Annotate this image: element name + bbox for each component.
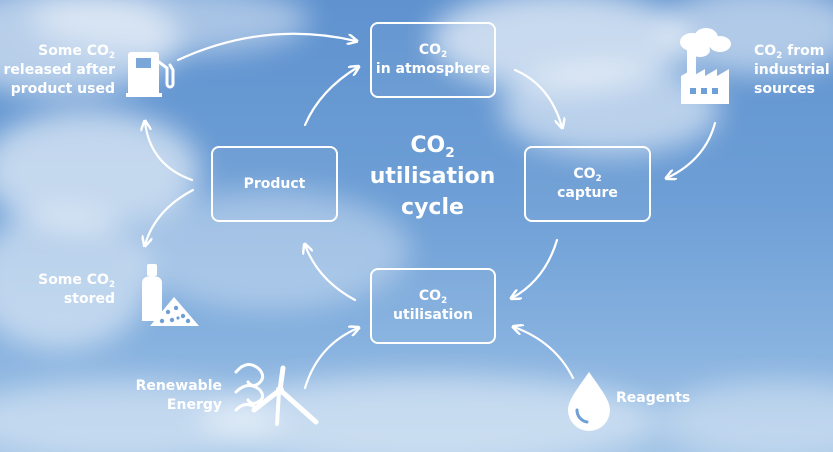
- fuel-pump-icon: [126, 52, 175, 97]
- arrow-atmosphere-to-capture: [513, 68, 562, 127]
- arrow-capture-to-utilisation: [512, 238, 559, 298]
- arrow-renewable-to-utilisation: [303, 328, 358, 390]
- arrow-product-to-released: [145, 122, 194, 182]
- water-drop-icon: [568, 372, 610, 431]
- arrow-reagents-to-utilisation: [514, 327, 575, 380]
- bottle-and-powder-icon: [142, 264, 199, 326]
- node-product: Product: [211, 146, 338, 222]
- label-renewable-energy: Renewable Energy: [135, 378, 222, 413]
- factory-icon: [680, 28, 731, 104]
- node-co2-capture: CO2 capture: [524, 146, 651, 222]
- label-some-co2-stored: Some CO2 stored: [38, 272, 115, 307]
- node-co2-utilisation: CO2 utilisation: [370, 268, 496, 344]
- arrow-industrial-to-capture: [667, 121, 717, 178]
- arrow-released-to-atmosphere: [176, 32, 356, 62]
- node-co2-atmosphere: CO2 in atmosphere: [370, 22, 496, 98]
- label-some-co2-released: Some CO2 released after product used: [3, 43, 116, 97]
- cycle-title: CO2 utilisation cycle: [369, 133, 496, 220]
- label-reagents: Reagents: [616, 390, 691, 406]
- label-co2-industrial-sources: CO2 from industrial sources: [754, 43, 830, 97]
- arrow-product-to-stored: [145, 188, 195, 245]
- wind-turbine-icon: [234, 363, 319, 426]
- arrow-utilisation-to-product: [305, 245, 357, 302]
- arrow-product-to-atmosphere: [303, 67, 358, 127]
